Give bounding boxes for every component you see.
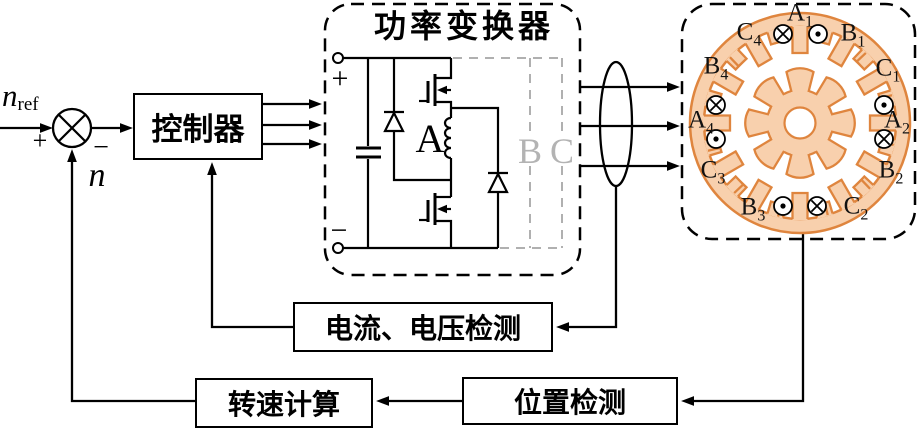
phase-a-label: A bbox=[415, 116, 445, 161]
current-out-of-page-icon bbox=[808, 24, 828, 44]
controller-block: 控制器 bbox=[133, 93, 263, 160]
converter-circuit bbox=[332, 52, 509, 254]
cable-bundle-ellipse bbox=[598, 60, 634, 188]
current-into-page-icon bbox=[773, 24, 793, 44]
current-out-of-page-icon bbox=[773, 196, 793, 216]
motor-pole-label: B4 bbox=[703, 52, 729, 84]
pole-letter: A bbox=[883, 106, 903, 134]
motor-pole-label: B3 bbox=[740, 193, 766, 225]
pole-number: 4 bbox=[706, 120, 715, 138]
current-into-page-icon bbox=[874, 129, 894, 149]
dc-minus-sign: − bbox=[330, 214, 348, 247]
sum-minus-sign: − bbox=[93, 132, 109, 163]
motor-pole-label: A4 bbox=[687, 106, 714, 138]
pole-number: 1 bbox=[857, 33, 866, 51]
pole-letter: B bbox=[878, 156, 896, 184]
motor-pole-label: A1 bbox=[786, 0, 813, 31]
pole-number: 1 bbox=[892, 68, 901, 86]
motor-pole-label: A2 bbox=[883, 106, 910, 138]
feedback-n-label: n bbox=[88, 157, 106, 194]
motor-box bbox=[680, 2, 917, 241]
phase-b-ghost-label: B bbox=[517, 131, 543, 171]
pole-letter: C bbox=[843, 192, 861, 220]
pole-letter: B bbox=[740, 193, 758, 221]
dc-plus-sign: + bbox=[331, 62, 349, 95]
sum-plus-sign: + bbox=[32, 126, 48, 155]
motor-pole-label: C2 bbox=[843, 192, 869, 224]
n-ref-sub: ref bbox=[17, 94, 39, 116]
motor-pole-label: B1 bbox=[840, 19, 866, 51]
speed-calc-block: 转速计算 bbox=[195, 378, 373, 428]
srm-motor-graphic bbox=[688, 11, 912, 235]
pole-number: 2 bbox=[895, 170, 904, 188]
pole-letter: B bbox=[840, 19, 858, 47]
pole-letter: C bbox=[875, 54, 893, 82]
pole-letter: A bbox=[786, 0, 806, 27]
motor-pole-label: C3 bbox=[700, 156, 726, 188]
position-detect-block: 位置检测 bbox=[462, 377, 678, 425]
pole-letter: A bbox=[687, 106, 707, 134]
n-ref-base: n bbox=[2, 78, 18, 113]
phase-c-ghost-label: C bbox=[549, 131, 575, 171]
current-into-page-icon bbox=[807, 196, 827, 216]
pole-number: 2 bbox=[902, 120, 911, 138]
pole-letter: C bbox=[736, 18, 754, 46]
ghost-phase-lines bbox=[453, 57, 563, 249]
pole-number: 3 bbox=[757, 207, 766, 225]
power-converter-title: 功率变换器 bbox=[373, 8, 555, 44]
pole-number: 2 bbox=[860, 206, 869, 224]
signal-connectors bbox=[0, 82, 805, 406]
n-ref-label: nref bbox=[2, 78, 39, 114]
winding-current-symbols bbox=[706, 24, 894, 216]
pole-number: 3 bbox=[717, 170, 726, 188]
current-voltage-detect-block: 电流、电压检测 bbox=[293, 302, 553, 352]
pole-number: 4 bbox=[720, 66, 729, 84]
summing-junction bbox=[51, 107, 93, 149]
pole-number: 1 bbox=[805, 13, 814, 31]
pole-letter: C bbox=[700, 156, 718, 184]
motor-pole-label: B2 bbox=[878, 156, 904, 188]
motor-pole-label: C1 bbox=[875, 54, 901, 86]
current-out-of-page-icon bbox=[706, 129, 726, 149]
pole-number: 4 bbox=[753, 32, 762, 50]
current-into-page-icon bbox=[706, 95, 726, 115]
motor-pole-label: C4 bbox=[736, 18, 762, 50]
current-out-of-page-icon bbox=[874, 95, 894, 115]
pole-letter: B bbox=[703, 52, 721, 80]
